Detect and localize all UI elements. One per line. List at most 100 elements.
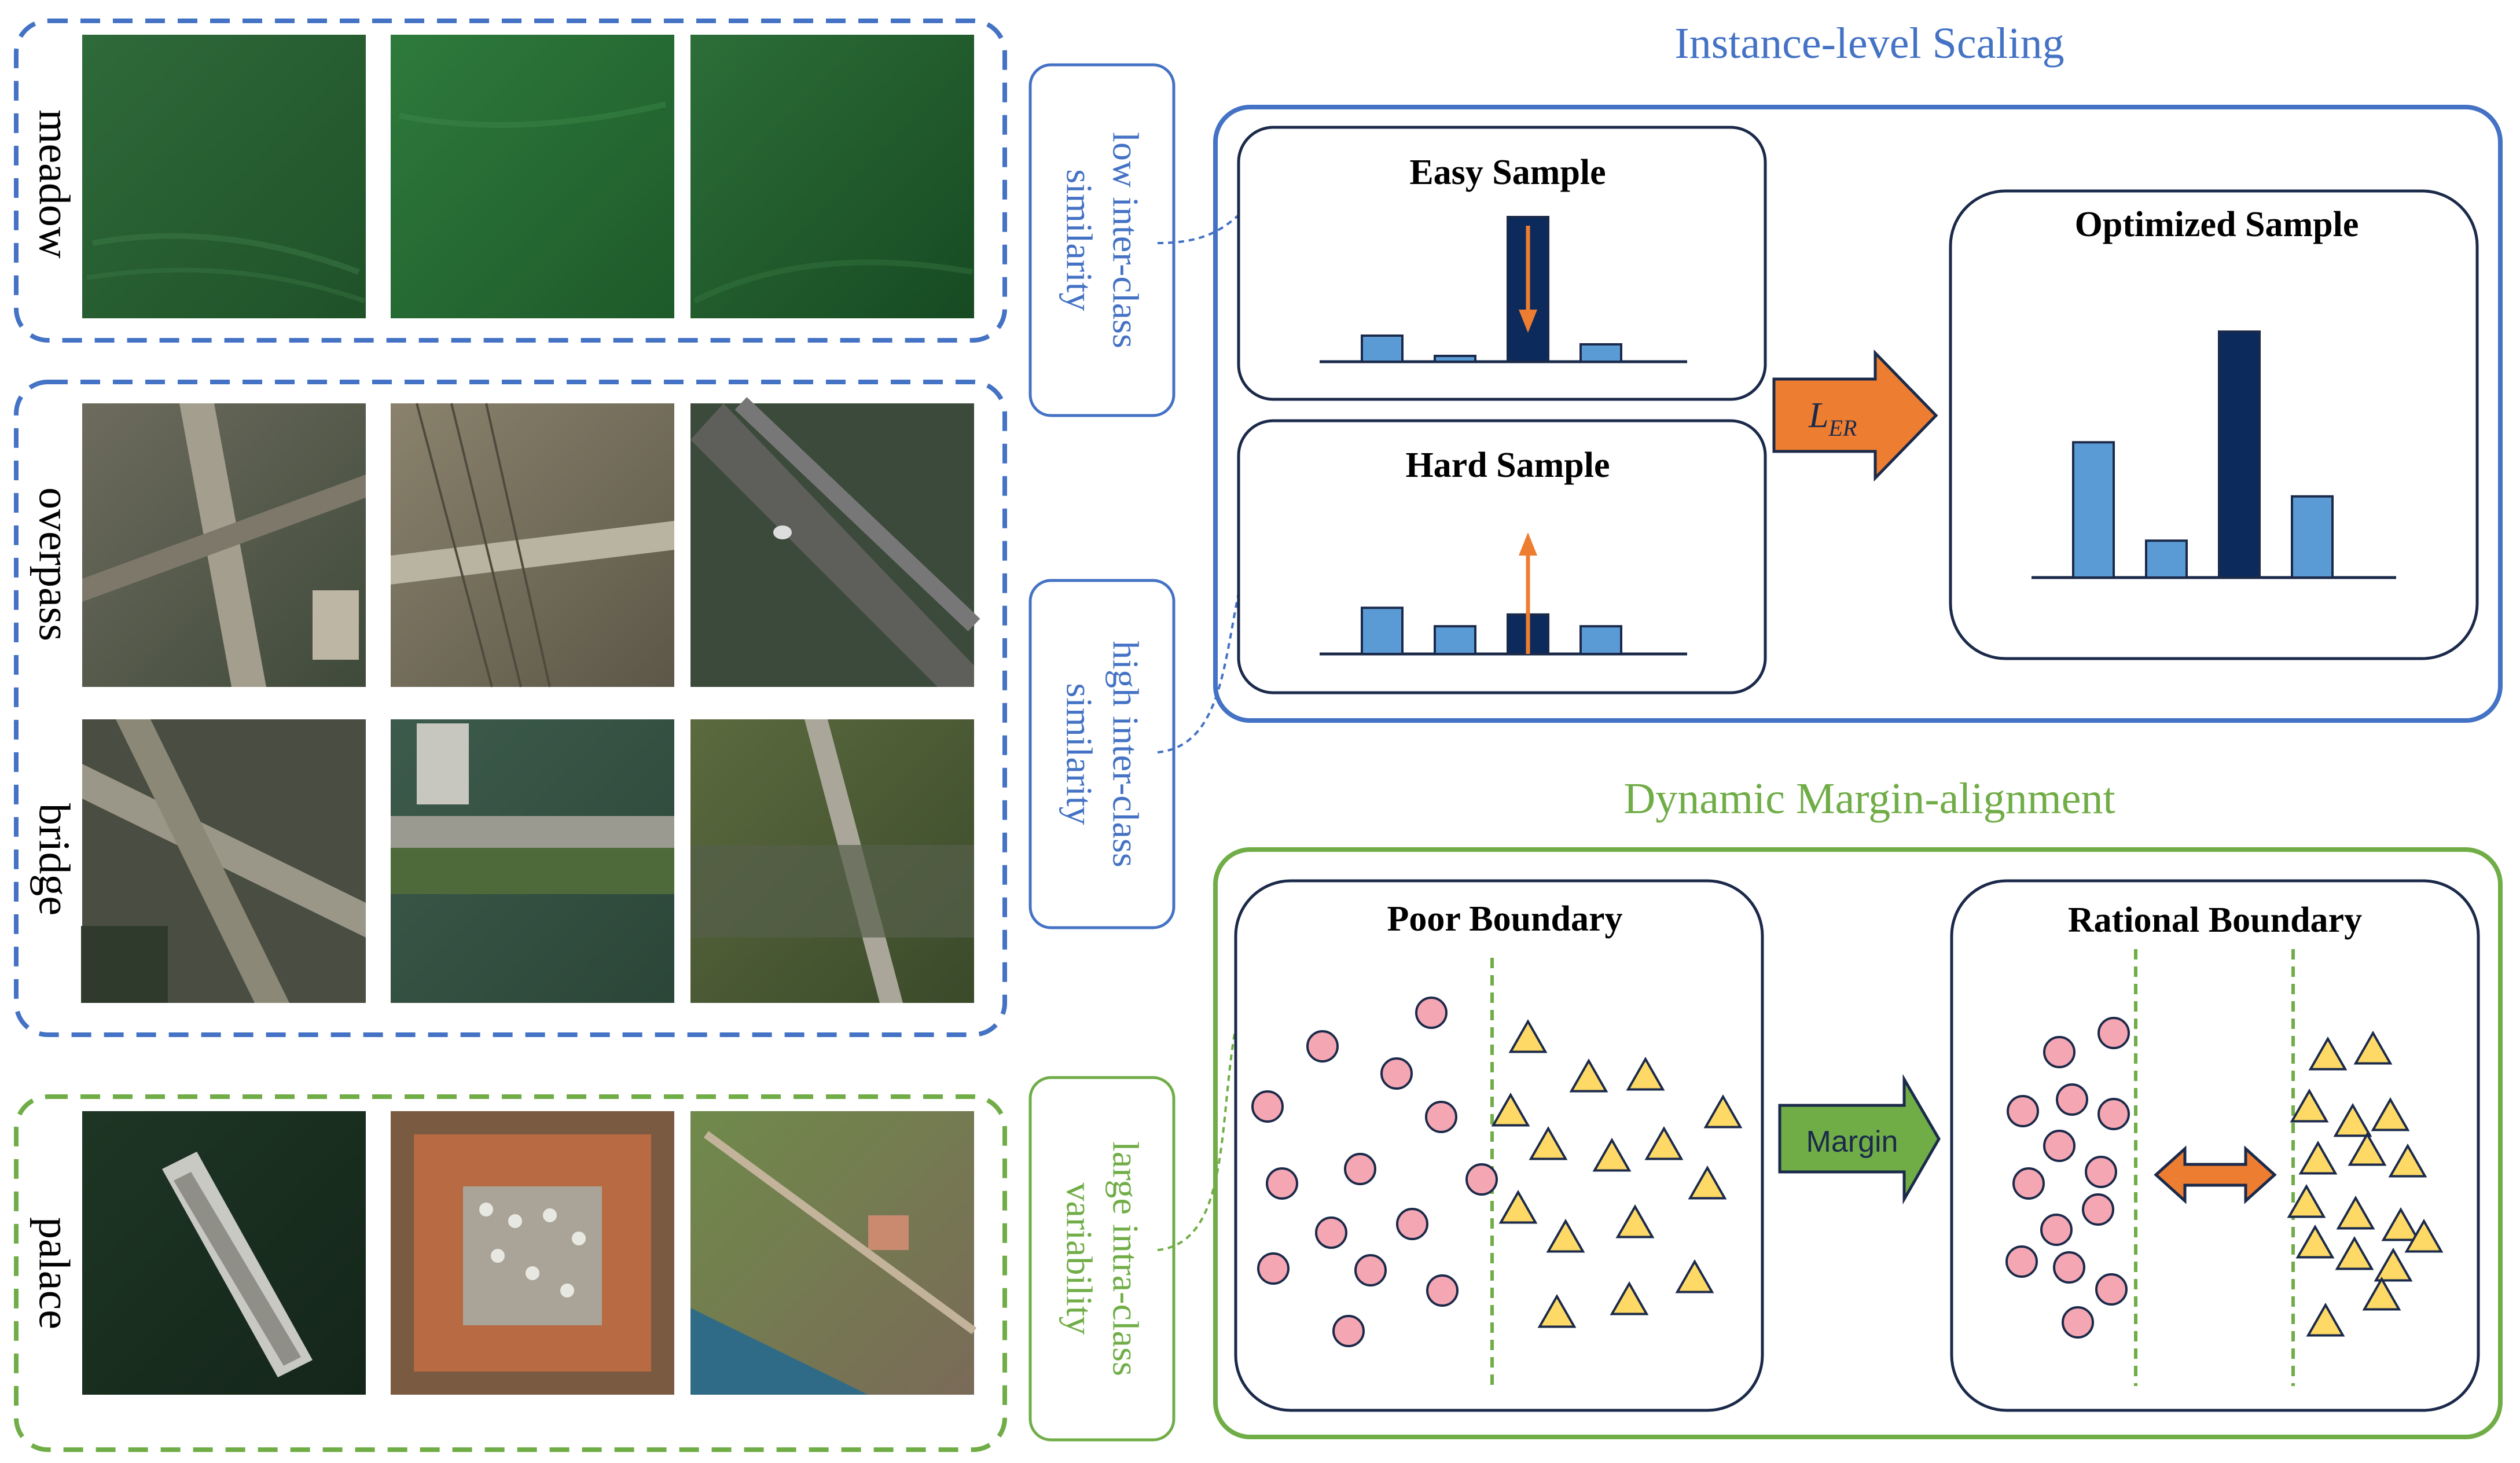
easy-sample-box [1237, 126, 1767, 401]
meadow-group-box [14, 19, 1007, 343]
poor-boundary-circle-4 [1425, 1101, 1457, 1133]
poor-boundary-circle-12 [1354, 1254, 1387, 1286]
poor-boundary-box [1234, 879, 1764, 1412]
rational-boundary-box [1950, 879, 2480, 1412]
rational-boundary-triangle-17 [2306, 1302, 2345, 1337]
poor-boundary-circle-3 [1380, 1057, 1413, 1090]
poor-boundary-circle-11 [1257, 1252, 1290, 1285]
rational-boundary-circle-3 [2007, 1095, 2039, 1127]
easy-sample-bar-4 [1579, 343, 1622, 363]
poor-boundary-circle-2 [1306, 1030, 1339, 1063]
hard-sample-up-arrowhead [1519, 532, 1537, 556]
callout-low-similarity-line2: similarity [1059, 169, 1100, 311]
poor-boundary-triangle-1 [1508, 1019, 1548, 1053]
palace-image-3 [690, 1111, 977, 1395]
optimized-sample-bar-3 [2218, 330, 2261, 579]
class-label-overpass: overpass [30, 487, 79, 641]
poor-boundary-triangle-8 [1644, 1126, 1684, 1160]
hard-sample-title: Hard Sample [1405, 446, 1610, 485]
rational-boundary-circle-4 [2056, 1083, 2088, 1116]
easy-sample-bar-2 [1434, 355, 1476, 363]
rational-boundary-triangle-1 [2308, 1036, 2348, 1071]
optimized-sample-bars [2072, 330, 2334, 579]
poor-boundary-circle-1 [1415, 997, 1448, 1029]
poor-boundary-circle-13 [1426, 1274, 1459, 1307]
overpass-image-2 [391, 403, 674, 688]
rational-boundary-title: Rational Boundary [2068, 900, 2362, 940]
callout-high-similarity-line1: high inter-class [1105, 641, 1146, 867]
poor-boundary-triangle-13 [1675, 1259, 1714, 1293]
rational-boundary-circle-6 [2043, 1130, 2075, 1162]
rational-boundary-triangle-3 [2290, 1088, 2329, 1123]
poor-boundary-title: Poor Boundary [1387, 899, 1622, 939]
bridge-image-3 [690, 719, 974, 1003]
poor-boundary-circle-6 [1344, 1153, 1376, 1185]
meadow-image-1 [82, 35, 366, 318]
poor-boundary-triangle-6 [1529, 1126, 1568, 1160]
bridge-image-1 [81, 719, 366, 1003]
rational-boundary-circle-10 [2040, 1214, 2073, 1246]
overpass-image-3 [690, 397, 980, 687]
rational-boundary-circle-7 [2085, 1156, 2117, 1188]
poor-boundary-triangle-4 [1491, 1092, 1530, 1127]
rational-boundary-triangle-14 [2374, 1247, 2413, 1282]
rational-boundary-circle-8 [2012, 1167, 2045, 1200]
margin-double-arrow [2154, 1145, 2277, 1204]
poor-boundary-circle-5 [1251, 1090, 1284, 1123]
hard-sample-bar-4 [1579, 625, 1622, 656]
rational-boundary-triangle-8 [2388, 1143, 2427, 1178]
rational-boundary-circle-9 [2082, 1193, 2114, 1226]
class-label-bridge: bridge [30, 803, 79, 916]
meadow-image-3 [690, 35, 974, 318]
callout-high-similarity-line2: similarity [1059, 683, 1100, 825]
margin-arrow-label: Margin [1806, 1125, 1898, 1159]
optimized-sample-title: Optimized Sample [2075, 205, 2359, 244]
optimized-sample-bar-4 [2291, 495, 2334, 579]
margin-arrow: Margin [1778, 1074, 1941, 1205]
rational-boundary-circle-11 [2005, 1245, 2038, 1278]
poor-boundary-triangle-7 [1592, 1137, 1632, 1172]
poor-boundary-circle-8 [1266, 1167, 1298, 1200]
rational-boundary-triangle-7 [2348, 1131, 2387, 1166]
poor-boundary-triangle-9 [1688, 1165, 1727, 1200]
overpass-bridge-group-box [14, 380, 1007, 1037]
overpass-image-1 [82, 403, 366, 687]
rational-boundary-triangle-13 [2335, 1236, 2374, 1270]
poor-boundary-triangle-15 [1537, 1293, 1577, 1328]
callout-high-similarity: high inter-class similarity [1028, 579, 1175, 929]
callout-low-similarity-line1: low inter-class [1105, 132, 1146, 348]
callout-large-variability: large intra-class variability [1028, 1076, 1175, 1442]
rational-boundary-triangle-2 [2353, 1030, 2393, 1065]
rational-boundary-triangle-6 [2298, 1140, 2338, 1175]
ler-arrow: LER [1772, 349, 1938, 482]
easy-sample-title: Easy Sample [1409, 153, 1606, 192]
rational-boundary-triangle-16 [2362, 1276, 2401, 1311]
poor-boundary-circle-9 [1315, 1216, 1347, 1249]
ler-arrow-label-sub: ER [1828, 415, 1857, 441]
class-label-palace: palace [30, 1217, 79, 1329]
optimized-sample-bar-1 [2072, 441, 2115, 579]
poor-boundary-triangle-12 [1546, 1218, 1585, 1253]
palace-image-1 [82, 1111, 366, 1395]
rational-boundary-triangle-11 [2381, 1207, 2420, 1241]
poor-boundary-triangle-10 [1498, 1189, 1538, 1224]
easy-sample-bar-1 [1361, 334, 1404, 363]
rational-boundary-circle-13 [2095, 1273, 2128, 1306]
easy-sample-down-arrowhead [1519, 310, 1537, 333]
poor-boundary-triangle-2 [1569, 1058, 1608, 1093]
poor-boundary-circle-7 [1465, 1163, 1498, 1196]
rational-boundary-circle-5 [2097, 1098, 2130, 1130]
callout-low-similarity: low inter-class similarity [1028, 63, 1175, 417]
poor-boundary-points [1251, 997, 1743, 1347]
poor-boundary-circle-10 [1396, 1208, 1428, 1240]
rational-boundary-triangle-4 [2333, 1102, 2372, 1137]
rational-boundary-triangle-15 [2404, 1218, 2444, 1253]
palace-group-box [14, 1094, 1007, 1452]
ler-arrow-label-main: L [1808, 396, 1828, 435]
margin-alignment-title: Dynamic Margin-alignment [1623, 774, 2115, 823]
rational-boundary-circle-2 [2043, 1036, 2075, 1068]
callout-large-variability-line1: large intra-class [1105, 1141, 1146, 1376]
hard-sample-bar-1 [1361, 606, 1404, 655]
instance-scaling-title: Instance-level Scaling [1674, 19, 2064, 68]
